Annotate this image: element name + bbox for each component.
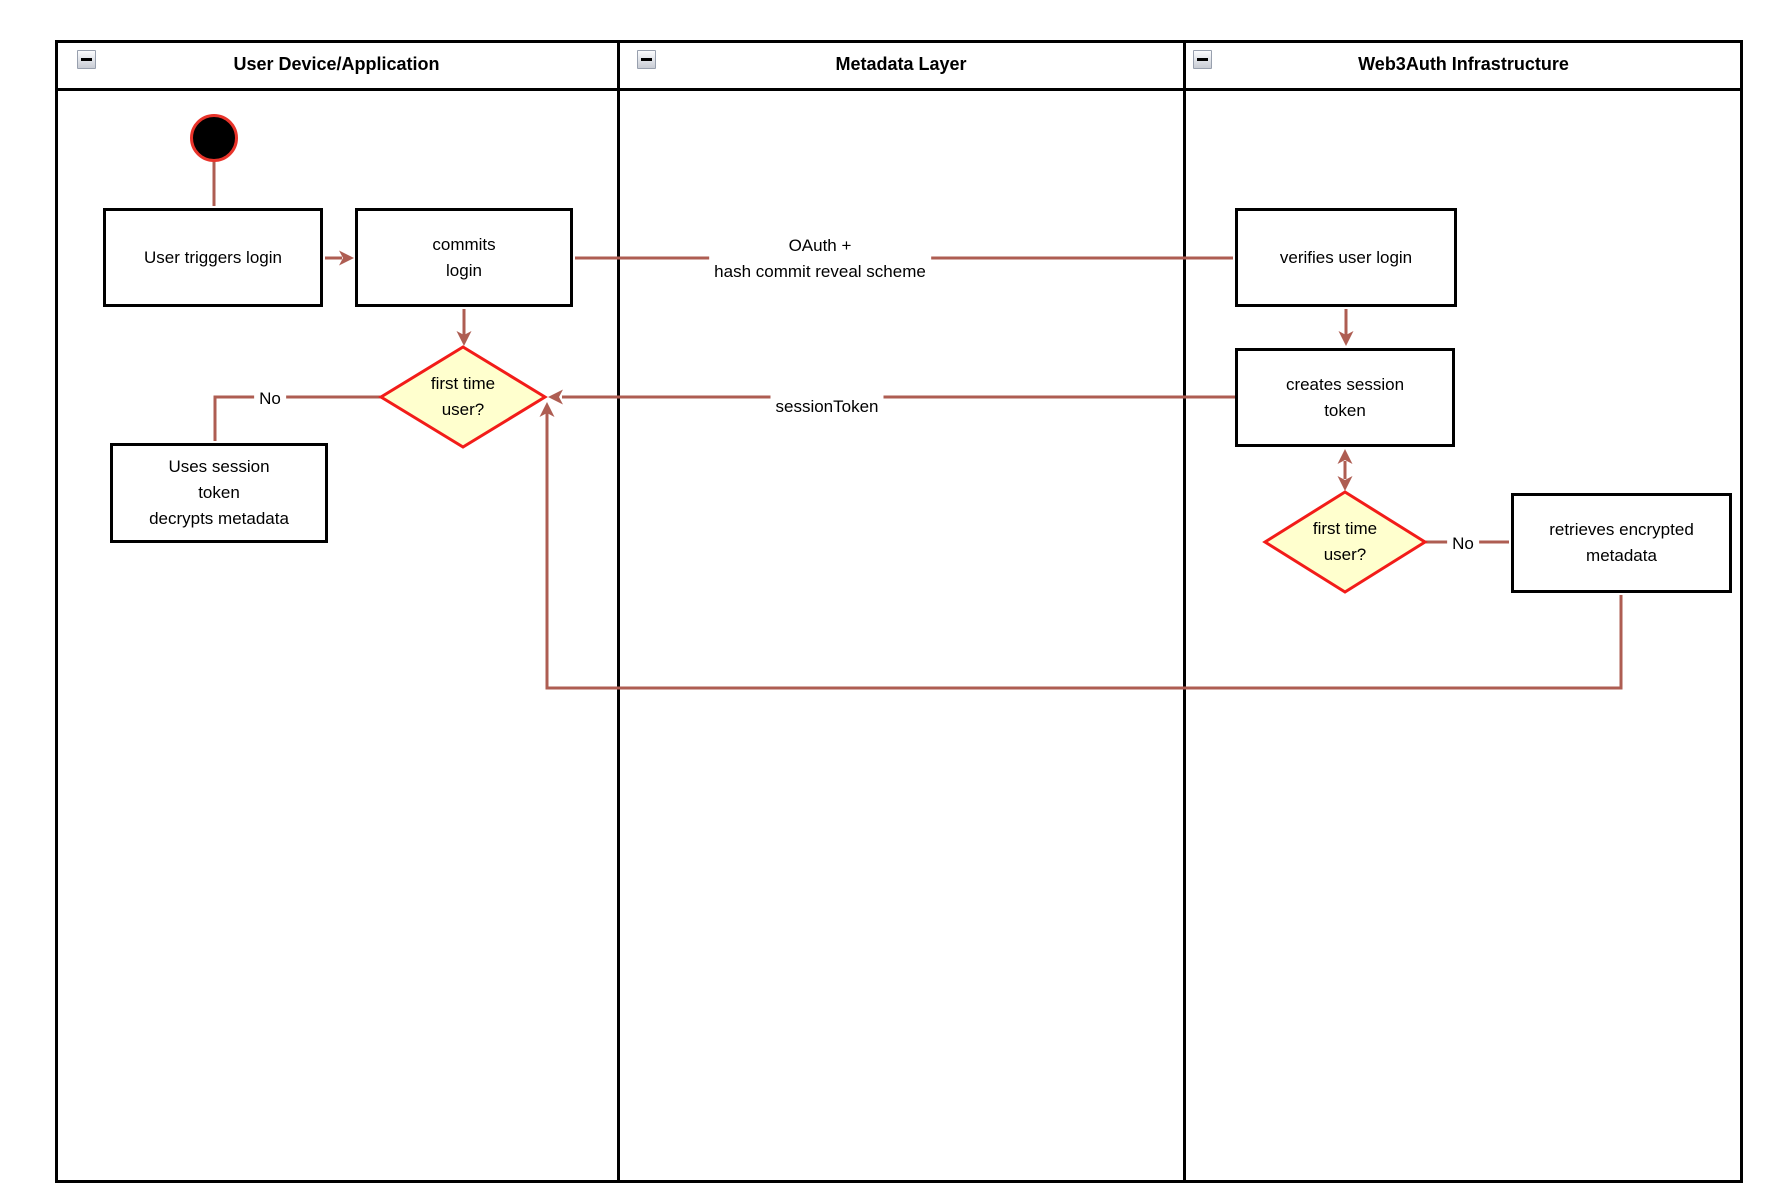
arrowhead-into-commits bbox=[339, 250, 354, 266]
edge-decision-no-device bbox=[213, 395, 381, 441]
lane-title-user-device: User Device/Application bbox=[233, 54, 440, 74]
collapse-lane-button-user-device[interactable] bbox=[77, 50, 96, 69]
start-node bbox=[190, 114, 238, 162]
node-verifies-user-login: verifies user login bbox=[1235, 208, 1457, 307]
decision-diamond-device bbox=[378, 345, 548, 449]
collapse-lane-button-metadata[interactable] bbox=[637, 50, 656, 69]
arrowhead-bidir-up bbox=[1337, 449, 1353, 464]
edge-retrieves-loop-to-decision bbox=[545, 409, 1623, 690]
edge-label-sessiontoken: sessionToken bbox=[770, 394, 884, 420]
node-commits-login: commits login bbox=[355, 208, 573, 307]
collapse-minus-icon bbox=[1197, 58, 1208, 61]
decision-first-time-user-infra: first time user? bbox=[1312, 519, 1378, 564]
collapse-lane-button-web3auth[interactable] bbox=[1193, 50, 1212, 69]
diagram-geometry-layer bbox=[55, 40, 1743, 1183]
collapse-minus-icon bbox=[81, 58, 92, 61]
arrowhead-into-creates bbox=[1338, 331, 1354, 346]
collapse-minus-icon bbox=[641, 58, 652, 61]
swimlane-diagram: User Device/Application Metadata Layer W… bbox=[55, 40, 1743, 1183]
arrowhead-into-decision-device bbox=[456, 331, 472, 346]
node-uses-session-token: Uses session token decrypts metadata bbox=[110, 443, 328, 543]
arrowhead-bidir-down bbox=[1337, 476, 1353, 491]
arrowhead-loop-into-decision bbox=[539, 402, 555, 417]
arrowhead-sessiontoken bbox=[548, 389, 563, 405]
edge-label-no-device: No bbox=[254, 386, 286, 412]
lane-title-web3auth: Web3Auth Infrastructure bbox=[1358, 54, 1569, 74]
diagram-border bbox=[55, 40, 1743, 1183]
node-user-triggers-login: User triggers login bbox=[103, 208, 323, 307]
decision-diamond-infra bbox=[1262, 490, 1428, 594]
edge-label-oauth-hash-commit: OAuth + hash commit reveal scheme bbox=[709, 233, 931, 285]
lane-title-metadata-layer: Metadata Layer bbox=[835, 54, 967, 74]
node-creates-session-token: creates session token bbox=[1235, 348, 1455, 447]
edge-label-no-infra: No bbox=[1447, 531, 1479, 557]
node-retrieves-encrypted-metadata: retrieves encrypted metadata bbox=[1511, 493, 1732, 593]
decision-first-time-user-device: first time user? bbox=[430, 374, 496, 419]
